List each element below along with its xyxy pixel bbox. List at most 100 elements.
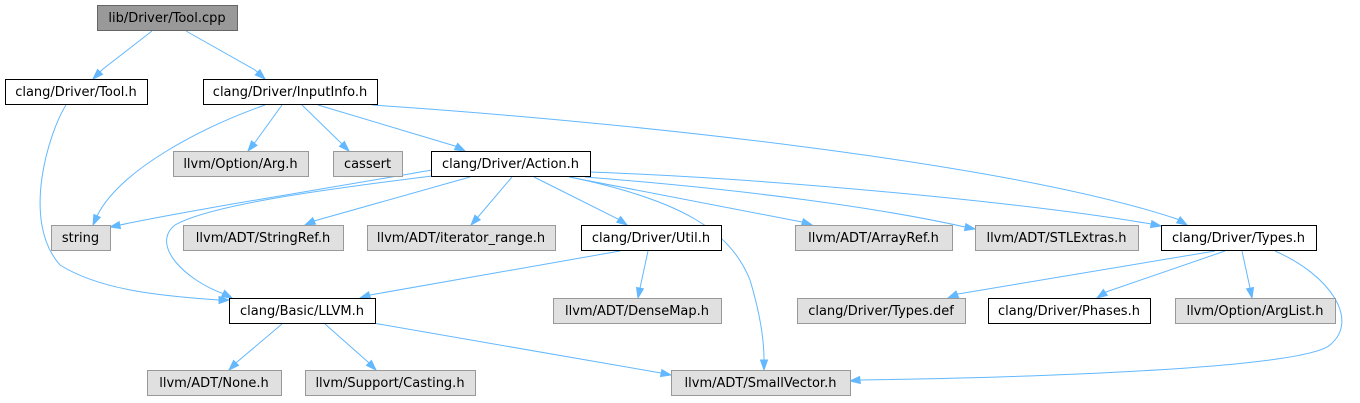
node-box	[797, 298, 966, 324]
edge-line	[533, 176, 628, 226]
node-label: llvm/Option/ArgList.h	[1186, 304, 1323, 319]
node-box	[581, 225, 722, 251]
edge-line	[589, 171, 1162, 227]
node-box	[1161, 225, 1317, 251]
edge-inputinfo_h-to-cassert	[301, 104, 351, 153]
edge-action_h-to-stlextras	[584, 176, 977, 232]
node-box	[1175, 298, 1336, 324]
edge-inputinfo_h-to-types_h	[371, 104, 1189, 226]
node-inputinfo_h[interactable]: clang/Driver/InputInfo.h	[203, 79, 378, 105]
edge-line	[228, 323, 283, 371]
edge-action_h-to-smallvector	[569, 176, 769, 372]
node-label: cassert	[344, 157, 391, 172]
edge-line	[584, 176, 976, 230]
node-label: string	[62, 231, 99, 246]
edge-line	[1096, 250, 1226, 299]
edge-line	[39, 104, 229, 301]
node-tool_h[interactable]: clang/Driver/Tool.h	[5, 79, 148, 105]
node-box	[147, 370, 282, 396]
edge-types_h-to-types_def	[946, 250, 1216, 299]
node-box	[203, 79, 378, 105]
edge-arrowhead	[470, 214, 482, 227]
node-casting: llvm/Support/Casting.h	[305, 370, 476, 396]
edge-inputinfo_h-to-option_arg	[247, 104, 283, 153]
edge-tool_cpp-to-inputinfo_h	[185, 30, 267, 81]
edges-layer	[39, 30, 1343, 385]
node-box	[305, 370, 476, 396]
node-phases_h[interactable]: clang/Driver/Phases.h	[988, 298, 1151, 324]
edge-arrowhead	[220, 289, 234, 299]
node-box	[975, 225, 1139, 251]
edge-action_h-to-string	[108, 169, 433, 230]
edge-line	[185, 30, 266, 80]
node-label: clang/Driver/Tool.h	[15, 85, 137, 100]
edge-line	[569, 176, 765, 370]
edge-arrowhead	[365, 359, 378, 372]
node-box	[97, 5, 238, 31]
node-types_h[interactable]: clang/Driver/Types.h	[1161, 225, 1317, 251]
node-label: llvm/Option/Arg.h	[183, 157, 297, 172]
edge-inputinfo_h-to-string	[92, 104, 266, 227]
node-string: string	[51, 225, 111, 251]
node-none_h: llvm/ADT/None.h	[147, 370, 282, 396]
edge-line	[92, 30, 153, 80]
node-box	[988, 298, 1151, 324]
edge-util_h-to-llvm_h	[358, 250, 621, 300]
node-label: llvm/ADT/DenseMap.h	[565, 304, 709, 319]
node-box	[367, 225, 556, 251]
edge-arrowhead	[303, 216, 317, 226]
node-box	[229, 298, 376, 324]
edge-line	[92, 104, 266, 226]
node-arglist: llvm/Option/ArgList.h	[1175, 298, 1336, 324]
edge-arrowhead	[848, 375, 861, 385]
edge-inputinfo_h-to-action_h	[317, 104, 467, 152]
edge-arrowhead	[108, 220, 122, 230]
node-types_def: clang/Driver/Types.def	[797, 298, 966, 324]
node-box	[671, 370, 851, 396]
edge-arrowhead	[358, 290, 372, 300]
node-arrayref: llvm/ADT/ArrayRef.h	[795, 225, 953, 251]
node-box	[5, 79, 148, 105]
edge-line	[317, 104, 466, 152]
edge-arrowhead	[963, 222, 977, 232]
node-label: clang/Driver/Action.h	[442, 157, 579, 172]
node-stringref: llvm/ADT/StringRef.h	[183, 225, 344, 251]
edge-arrowhead	[615, 215, 629, 226]
node-box	[51, 225, 111, 251]
node-iterator_range: llvm/ADT/iterator_range.h	[367, 225, 556, 251]
edge-line	[372, 322, 672, 376]
edge-action_h-to-util_h	[533, 176, 629, 226]
node-llvm_h[interactable]: clang/Basic/LLVM.h	[229, 298, 376, 324]
node-label: clang/Driver/Types.def	[808, 304, 954, 319]
node-box	[173, 151, 309, 177]
edge-line	[849, 250, 1343, 382]
edge-arrowhead	[759, 359, 769, 372]
node-stlextras: llvm/ADT/STLExtras.h	[975, 225, 1139, 251]
edge-arrowhead	[800, 217, 814, 227]
edge-arrowhead	[1095, 288, 1109, 299]
node-option_arg: llvm/Option/Arg.h	[173, 151, 309, 177]
node-box	[333, 151, 403, 177]
edge-line	[359, 250, 621, 299]
edge-tool_cpp-to-tool_h	[91, 30, 153, 81]
edge-arrowhead	[1245, 286, 1255, 300]
edge-llvm_h-to-casting	[324, 323, 378, 372]
edge-arrowhead	[254, 68, 267, 81]
edge-line	[166, 175, 433, 299]
node-util_h[interactable]: clang/Driver/Util.h	[581, 225, 722, 251]
edge-types_h-to-arglist	[1241, 250, 1255, 300]
node-action_h[interactable]: clang/Driver/Action.h	[431, 151, 591, 177]
edge-types_h-to-phases_h	[1095, 250, 1226, 299]
edge-action_h-to-iterator_range	[470, 176, 513, 227]
edge-line	[109, 169, 433, 228]
node-label: llvm/ADT/SmallVector.h	[685, 376, 837, 391]
node-label: llvm/Support/Casting.h	[315, 376, 464, 391]
node-densemap: llvm/ADT/DenseMap.h	[553, 298, 722, 324]
node-box	[431, 151, 591, 177]
edge-arrowhead	[92, 213, 102, 227]
node-label: clang/Driver/Phases.h	[998, 304, 1140, 319]
edge-action_h-to-llvm_h	[166, 175, 433, 299]
node-label: clang/Basic/LLVM.h	[240, 304, 364, 319]
